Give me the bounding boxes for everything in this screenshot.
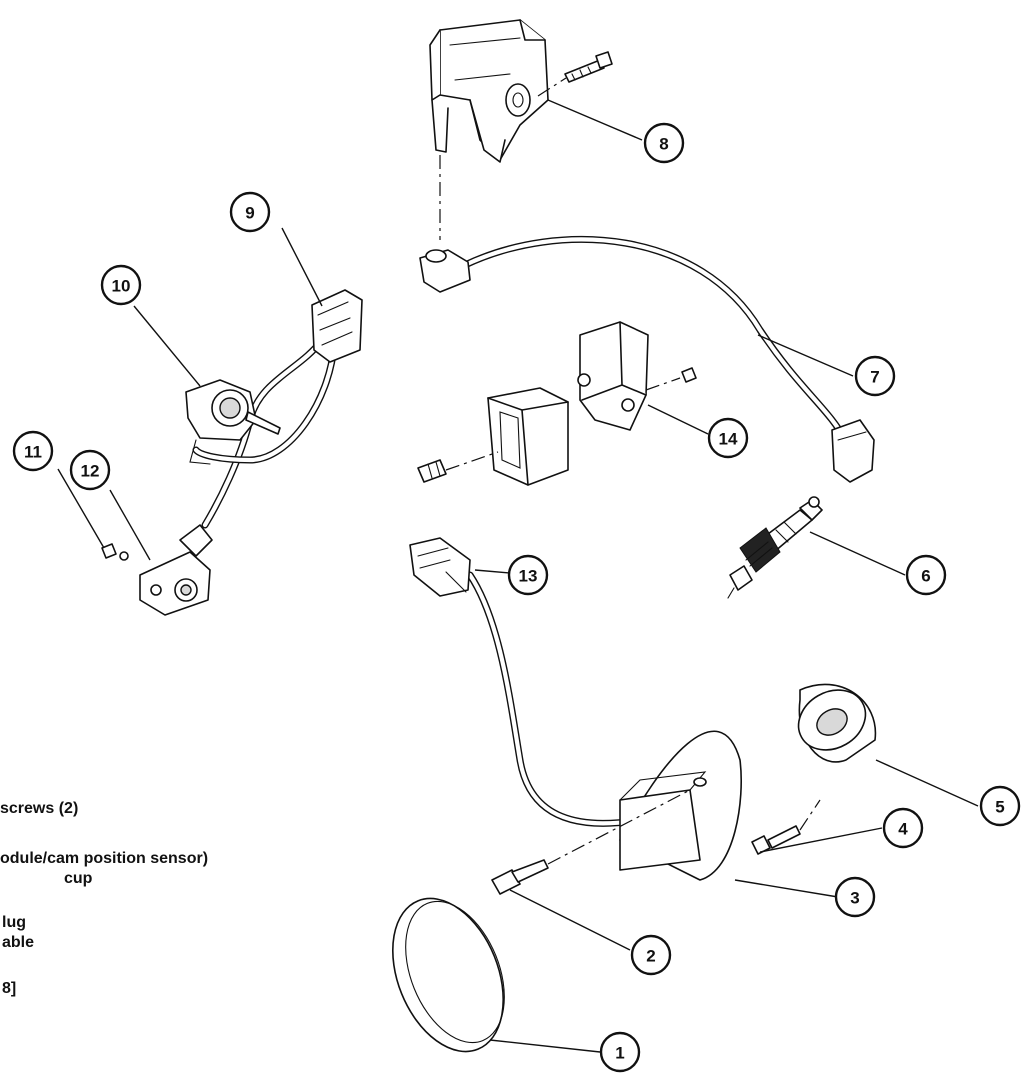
callout-1-label: 1 (615, 1044, 624, 1063)
callout-10: 10 (100, 264, 142, 306)
callout-9-label: 9 (245, 204, 254, 223)
callout-8: 8 (643, 122, 685, 164)
spark-plug (727, 496, 823, 599)
callout-1: 1 (599, 1031, 641, 1073)
legend-item-cup: cup (64, 870, 93, 887)
cam-sensor-harness (101, 289, 363, 616)
spark-plug-cable (419, 235, 875, 483)
legend-item-plug: lug (2, 914, 26, 931)
callout-12: 12 (69, 449, 111, 491)
callout-3: 3 (834, 876, 876, 918)
callout-13-label: 13 (519, 567, 538, 586)
callout-14-label: 14 (719, 430, 738, 449)
callout-5: 5 (979, 785, 1021, 827)
legend-item-module: odule/cam position sensor) (0, 850, 209, 867)
legend-item-screws: screws (2) (0, 800, 79, 817)
ignition-module-block (577, 321, 697, 431)
callout-6: 6 (905, 554, 947, 596)
callout-12-label: 12 (81, 462, 100, 481)
callout-8-label: 8 (659, 135, 668, 154)
ignition-coil (429, 19, 613, 163)
callout-9: 9 (229, 191, 271, 233)
callout-7-label: 7 (870, 368, 879, 387)
callout-2: 2 (630, 934, 672, 976)
legend-item-ref: 8] (2, 980, 17, 997)
callout-3-label: 3 (850, 889, 859, 908)
callout-4: 4 (882, 807, 924, 849)
mounting-sleeve (417, 387, 569, 486)
callout-7: 7 (854, 355, 896, 397)
callout-6-label: 6 (921, 567, 930, 586)
legend-item-cable: able (2, 934, 35, 951)
callout-5-label: 5 (995, 798, 1004, 817)
timer-rotor-cup (751, 683, 877, 855)
stator-module-harness (409, 537, 743, 895)
callout-11-label: 11 (24, 443, 42, 462)
timer-cover (391, 897, 505, 1053)
callout-2-label: 2 (646, 947, 655, 966)
callout-14: 14 (707, 417, 749, 459)
callout-13: 13 (507, 554, 549, 596)
callout-10-label: 10 (112, 277, 131, 296)
leader-lines (57, 99, 979, 1053)
callout-11: 11 (12, 430, 54, 472)
callout-4-label: 4 (898, 820, 908, 839)
